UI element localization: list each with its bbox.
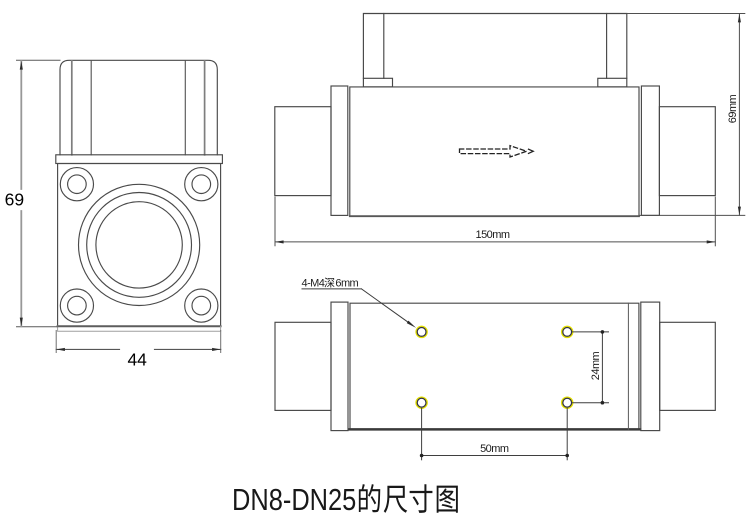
- hole-bore: [416, 326, 427, 337]
- drawing-title-text: DN8-DN25: [232, 482, 460, 518]
- mounting-hole: [560, 325, 574, 339]
- flow-arrow-outline: [458, 144, 529, 158]
- dimension-dot: [600, 330, 605, 334]
- side-right-flange: [640, 85, 660, 216]
- hole-thread-ring: [415, 325, 428, 339]
- dimension-arrow: [19, 61, 23, 70]
- leader-line: [360, 288, 409, 323]
- bolt-hole-inner: [191, 295, 212, 316]
- front-collar-plate: [55, 154, 223, 165]
- side-height-dimension-label: 69mm: [726, 94, 739, 123]
- bottom-hole-horizontal-dimension: [419, 407, 569, 461]
- bolt-hole-inner: [191, 174, 212, 195]
- bottom-right-flange: [640, 301, 661, 432]
- cjk-char-glyph: [409, 483, 433, 513]
- side-bracket: [362, 12, 628, 79]
- dimension-dot: [565, 453, 569, 458]
- mounting-hole: [560, 396, 574, 409]
- front-housing: [59, 59, 218, 156]
- mounting-holes: [415, 325, 574, 409]
- text-run: 4-M4: [301, 277, 325, 290]
- hole-thread-ring: [560, 325, 574, 339]
- bolt-hole-inner: [67, 174, 87, 195]
- side-length-dimension: [274, 196, 716, 247]
- bottom-left-connector: [274, 321, 332, 411]
- center-bore-inner: [95, 201, 183, 289]
- bottom-hole-horizontal-dimension-label: 50mm: [480, 443, 509, 456]
- bolt-hole-outer: [184, 288, 219, 323]
- front-width-dimension: [55, 330, 222, 353]
- bottom-right-connector: [659, 321, 716, 411]
- cjk-char-glyph: [358, 483, 380, 512]
- hole-thread-ring: [415, 396, 428, 409]
- hole-bore: [562, 326, 573, 337]
- cjk-char-glyph: [436, 485, 458, 513]
- drawing-title: DN8-DN25: [206, 482, 484, 518]
- dimension-arrow: [737, 206, 741, 216]
- hole-bore: [562, 397, 573, 408]
- bottom-hole-vertical-dimension: [572, 330, 609, 405]
- side-body: [349, 86, 640, 217]
- dimension-arrow: [19, 317, 23, 327]
- side-view: [274, 12, 746, 247]
- dimension-arrow: [56, 347, 65, 351]
- front-height-dimension-label: 69: [4, 189, 25, 210]
- dimension-dot: [600, 400, 605, 405]
- front-center-bore: [77, 183, 201, 307]
- bottom-view: [274, 288, 716, 461]
- hole-label-leader: [301, 288, 417, 328]
- front-bolt-holes: [59, 167, 219, 323]
- flow-direction-arrow-icon: [458, 144, 535, 158]
- hole-bore: [416, 397, 427, 408]
- dimension-dot: [419, 453, 424, 458]
- dimension-arrow: [212, 347, 221, 351]
- bolt-hole-outer: [59, 288, 95, 323]
- front-width-dimension-label: 44: [127, 349, 147, 370]
- side-length-dimension-label: 150mm: [475, 228, 510, 241]
- bottom-body: [349, 302, 640, 430]
- dimension-arrow: [737, 13, 741, 23]
- bottom-left-flange: [330, 301, 349, 432]
- mounting-hole: [415, 325, 428, 339]
- side-left-connector: [274, 106, 332, 197]
- side-height-dimension: [626, 13, 746, 216]
- front-flange: [57, 162, 222, 327]
- text-run: 6mm: [335, 277, 359, 290]
- front-view: [16, 59, 223, 353]
- cjk-char-glyph: [383, 485, 407, 513]
- center-bore-outer: [77, 183, 201, 307]
- center-bore-middle: [86, 191, 193, 298]
- bolt-hole-inner: [67, 295, 87, 316]
- dimension-arrow: [275, 240, 284, 244]
- bottom-hole-vertical-dimension-label: 24mm: [590, 351, 603, 380]
- leader-arrow: [406, 320, 417, 328]
- front-height-dimension: [16, 59, 61, 328]
- cjk-char-glyph: [324, 277, 335, 288]
- side-left-flange: [330, 85, 349, 216]
- bolt-hole-outer: [184, 167, 219, 202]
- flow-arrow-tip-mark: [527, 148, 535, 155]
- hole-thread-ring: [560, 396, 574, 409]
- mounting-hole: [415, 396, 428, 409]
- dimension-arrow: [706, 240, 716, 244]
- text-run: DN8-DN25: [231, 481, 356, 517]
- side-right-connector: [658, 106, 716, 197]
- side-bracket-foot: [362, 77, 394, 88]
- side-bracket-foot: [597, 77, 628, 88]
- hole-spec-label: 4-M4 6mm: [302, 277, 359, 290]
- front-base-lip: [57, 325, 222, 332]
- bolt-hole-outer: [59, 167, 95, 202]
